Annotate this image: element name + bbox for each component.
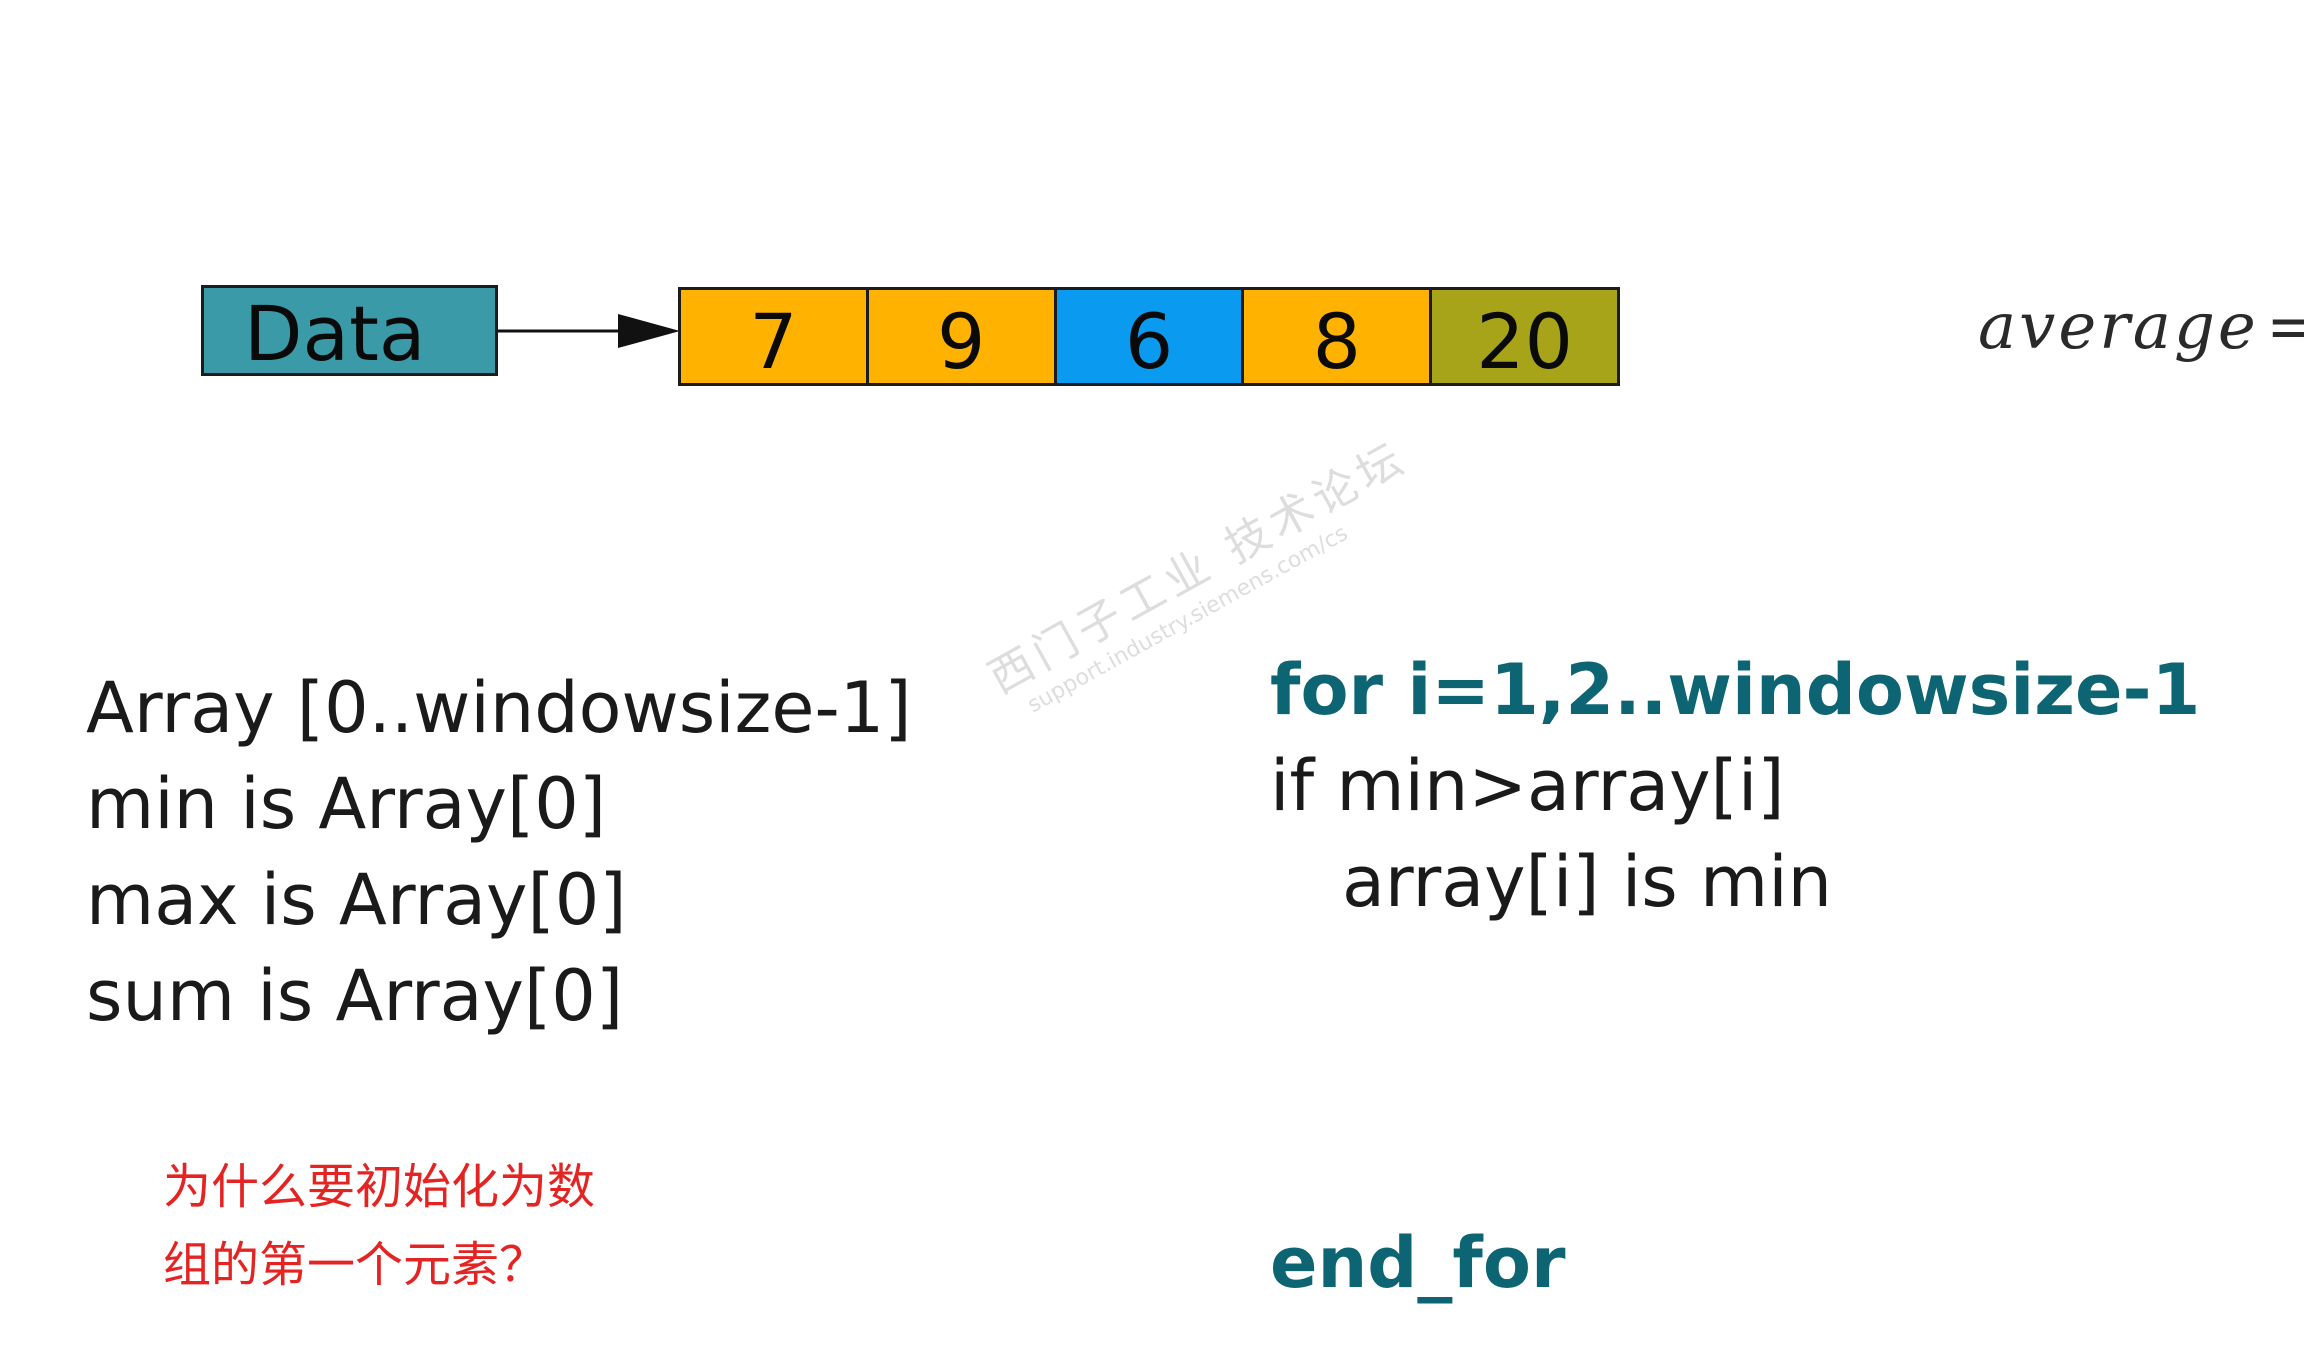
- question-line: 组的第一个元素？: [163, 1237, 548, 1293]
- array-cell-0: 7: [681, 290, 869, 386]
- if-statement: if min>array[i]: [1270, 745, 1785, 827]
- question-line: 为什么要初始化为数: [163, 1159, 596, 1215]
- init-code-line: max is Array[0]: [86, 859, 627, 941]
- array-cell-value: 8: [1312, 297, 1361, 386]
- array-cell-4: 20: [1432, 290, 1617, 386]
- loop-body-statement: array[i] is min: [1342, 841, 1833, 923]
- init-code-line: Array [0..windowsize-1]: [86, 667, 912, 749]
- array-cell-value: 20: [1476, 297, 1573, 386]
- array-cell-3: 8: [1244, 290, 1433, 386]
- loop-code-block: for i=1,2..windowsize-1 if min>array[i] …: [1270, 642, 2200, 930]
- data-source-box: Data: [201, 285, 498, 378]
- for-statement: for i=1,2..windowsize-1: [1270, 649, 2201, 731]
- array-cell-value: 9: [937, 297, 986, 386]
- question-note: 为什么要初始化为数 组的第一个元素？: [163, 1148, 595, 1304]
- array-cells: 7 9 6 8 20: [678, 287, 1620, 386]
- average-label: average: [1978, 290, 2259, 364]
- array-cell-1: 9: [868, 290, 1057, 386]
- array-cell-value: 7: [749, 297, 798, 386]
- init-code-line: sum is Array[0]: [86, 955, 624, 1037]
- init-code-line: min is Array[0]: [86, 763, 607, 845]
- init-code-block: Array [0..windowsize-1] min is Array[0] …: [86, 660, 912, 1044]
- array-cell-value: 6: [1124, 297, 1174, 386]
- end-for-statement: end_for: [1270, 1222, 1566, 1304]
- array-cell-2: 6: [1056, 290, 1245, 386]
- average-equals: =: [2266, 290, 2304, 364]
- data-source-label: Data: [244, 289, 426, 378]
- pointer-arrow: [498, 314, 680, 348]
